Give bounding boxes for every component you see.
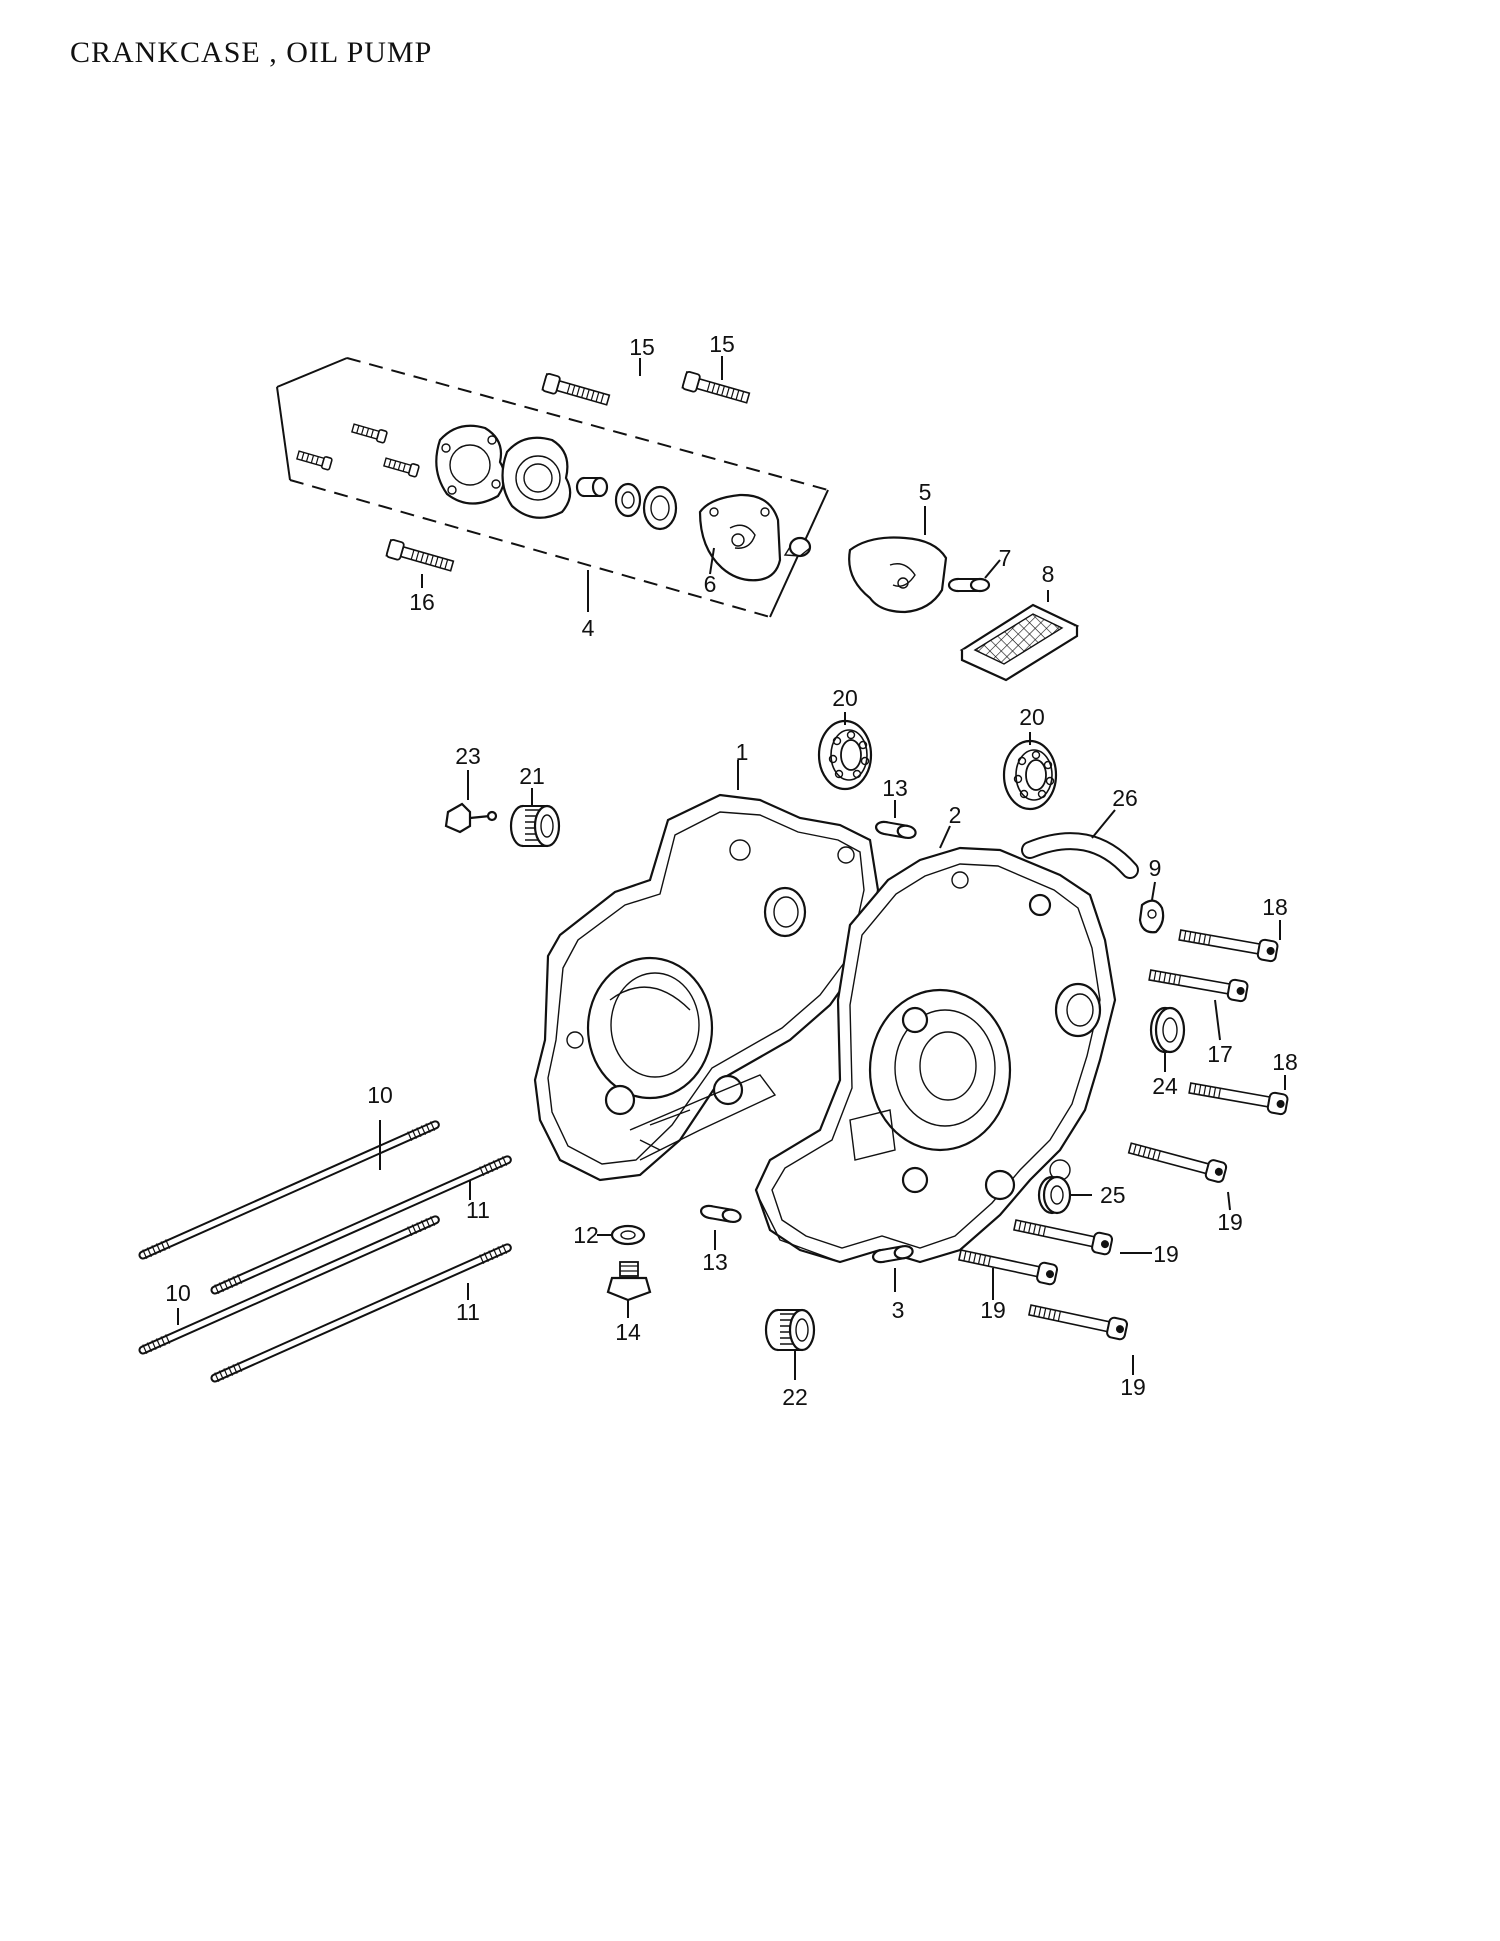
callout-11b: 11 xyxy=(456,1299,480,1325)
callout-3: 3 xyxy=(892,1297,905,1323)
callout-15a: 15 xyxy=(629,334,655,360)
callout-22: 22 xyxy=(782,1384,808,1410)
callout-18b: 18 xyxy=(1272,1049,1298,1075)
callout-21: 21 xyxy=(519,763,545,789)
needle-bearing-21 xyxy=(509,804,561,848)
dowel-13a xyxy=(873,819,918,841)
bolt-16 xyxy=(385,538,456,576)
callout-24: 24 xyxy=(1152,1073,1178,1099)
leader-lines xyxy=(177,356,1286,1380)
lever-23 xyxy=(444,802,498,834)
bolt-18b xyxy=(1187,1077,1290,1116)
page-title: CRANKCASE , OIL PUMP xyxy=(70,36,433,69)
callout-26: 26 xyxy=(1112,785,1138,811)
bolt-19a xyxy=(1126,1137,1229,1185)
pump-cover-plate xyxy=(848,536,948,614)
callout-13a: 13 xyxy=(882,775,908,801)
callout-19b: 19 xyxy=(1153,1241,1179,1267)
callout-20b: 20 xyxy=(1019,704,1045,730)
callout-14: 14 xyxy=(615,1319,641,1345)
bearing-20b xyxy=(1002,739,1058,811)
callout-13b: 13 xyxy=(702,1249,728,1275)
needle-bearing-22 xyxy=(764,1308,816,1352)
bolt-18a xyxy=(1177,924,1280,963)
clip-9 xyxy=(1138,899,1165,934)
callout-17: 17 xyxy=(1207,1041,1233,1067)
drain-plug-14 xyxy=(606,1261,652,1302)
callout-25: 25 xyxy=(1100,1182,1126,1208)
hose-26 xyxy=(1023,834,1137,877)
callout-10a: 10 xyxy=(367,1082,393,1108)
callout-15b: 15 xyxy=(709,331,735,357)
callout-1: 1 xyxy=(736,739,749,765)
bolt-19b xyxy=(1011,1214,1114,1257)
callout-8: 8 xyxy=(1042,561,1055,587)
bolt-15b xyxy=(681,370,752,408)
callout-23: 23 xyxy=(455,743,481,769)
bolt-19d xyxy=(1026,1299,1129,1342)
callout-7: 7 xyxy=(999,545,1012,571)
bearing-20a xyxy=(817,719,873,791)
callout-19a: 19 xyxy=(1217,1209,1243,1235)
bolt-17 xyxy=(1147,964,1250,1003)
oil-seal-24 xyxy=(1149,1006,1186,1054)
callout-19c: 19 xyxy=(980,1297,1006,1323)
bolt-15a xyxy=(541,372,612,410)
callout-6: 6 xyxy=(704,571,717,597)
callout-4: 4 xyxy=(582,615,595,641)
callout-19d: 19 xyxy=(1120,1374,1146,1400)
callout-16: 16 xyxy=(409,589,435,615)
callout-20a: 20 xyxy=(832,685,858,711)
callout-9: 9 xyxy=(1149,855,1162,881)
callout-11a: 11 xyxy=(466,1197,490,1223)
callout-2: 2 xyxy=(949,802,962,828)
callout-12: 12 xyxy=(573,1222,599,1248)
oil-pump-assembly xyxy=(276,357,829,618)
washer-12 xyxy=(610,1224,646,1246)
dowel-13b xyxy=(698,1203,743,1225)
pump-dowel xyxy=(947,577,991,593)
bolt-19c xyxy=(956,1244,1059,1287)
oil-seal-25 xyxy=(1037,1175,1072,1215)
stud-11a xyxy=(213,1155,509,1294)
callout-18a: 18 xyxy=(1262,894,1288,920)
crankcase-right-2 xyxy=(754,846,1117,1264)
callout-10b: 10 xyxy=(165,1280,191,1306)
callout-5: 5 xyxy=(919,479,932,505)
oil-strainer xyxy=(959,603,1080,682)
